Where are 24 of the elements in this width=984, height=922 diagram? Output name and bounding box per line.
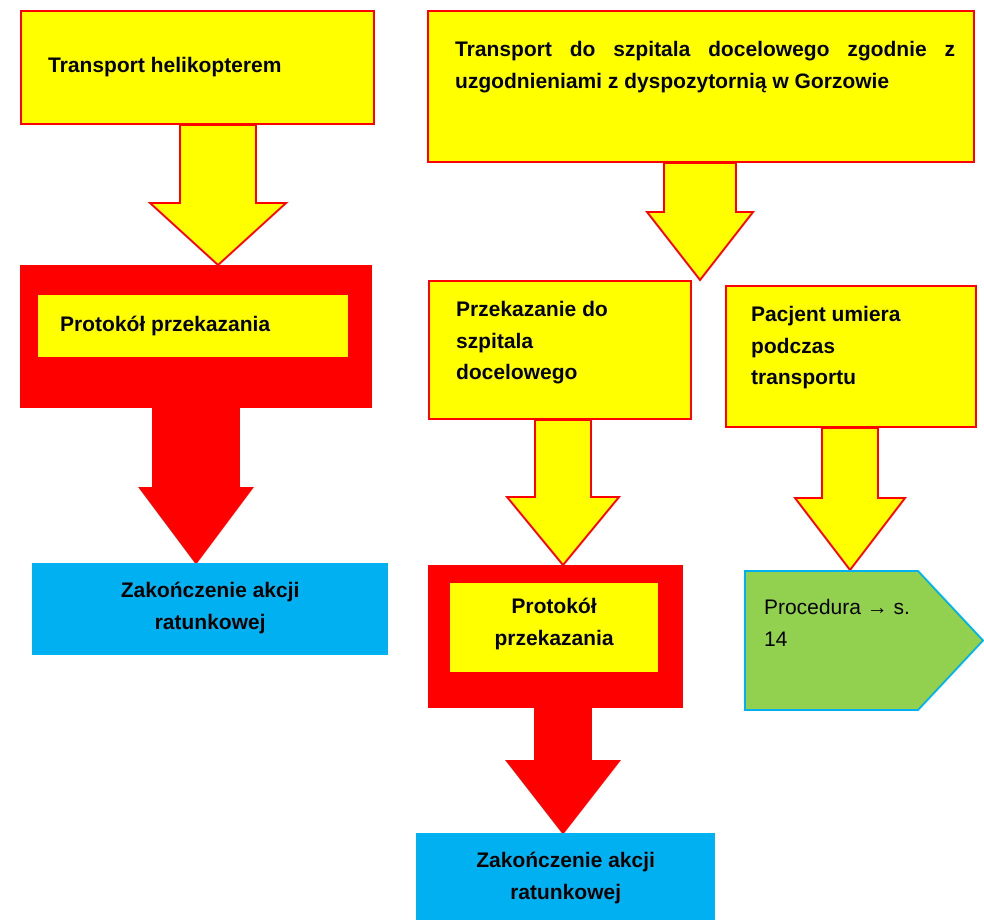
- process-box: [20, 10, 375, 125]
- block-arrow: [504, 707, 622, 835]
- block-arrow: [644, 162, 756, 282]
- step-label: Zakończenie akcji ratunkowej: [120, 578, 300, 636]
- process-box: [725, 285, 977, 428]
- step-label: Pacjent umiera podczas transportu: [751, 302, 902, 391]
- handover-box: [20, 265, 372, 408]
- procedure-reference: Procedura → s. 14: [764, 595, 911, 652]
- step-label: Transport do szpitala docelowego zgodnie z uzgodnieniami z dyspozytornią w Gorzowie: [455, 37, 955, 94]
- procedure-arrow-box: [744, 570, 984, 711]
- block-arrow: [504, 419, 622, 567]
- block-arrow: [138, 407, 254, 565]
- step-label: Protokół przekazania: [60, 312, 272, 338]
- step-label: Transport helikopterem: [48, 53, 282, 79]
- end-box: [416, 833, 715, 920]
- step-label: Zakończenie akcji ratunkowej: [475, 848, 656, 906]
- block-arrow: [792, 427, 908, 572]
- process-box: [428, 280, 692, 420]
- step-label: Przekazanie do szpitala docelowego: [456, 297, 609, 386]
- handover-box: [428, 565, 683, 708]
- process-box: [427, 10, 975, 163]
- end-box: [32, 563, 388, 655]
- block-arrow: [147, 124, 289, 266]
- step-label: Protokół przekazania: [493, 594, 615, 652]
